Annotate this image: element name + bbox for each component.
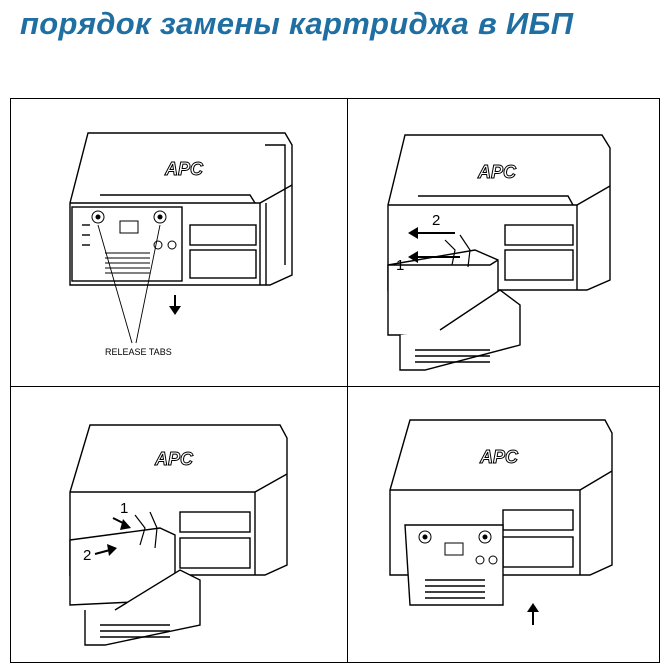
- battery-cartridge: [387, 249, 521, 371]
- callout-lines: [97, 224, 161, 344]
- arrow-left-icon: [408, 227, 460, 263]
- step-label-2: 2: [432, 212, 440, 229]
- battery-leads: [134, 511, 158, 549]
- panel-step-1: APC RELEASE TABS: [69, 132, 293, 357]
- arrow-down-icon: [169, 295, 181, 315]
- grid-divider-horizontal: [10, 386, 660, 387]
- grid-divider-vertical: [347, 98, 348, 663]
- vent-grille: [105, 252, 150, 274]
- brand-logo: APC: [164, 159, 205, 180]
- battery-cartridge: [69, 527, 201, 646]
- brand-logo: APC: [479, 447, 519, 467]
- battery-connector-left: [418, 530, 432, 544]
- arrow-right-icon: [94, 517, 131, 556]
- battery-leads: [444, 234, 471, 268]
- step-label-1: 1: [120, 500, 128, 517]
- ups-unit-illustration: [389, 419, 613, 606]
- battery-terminal-label: [444, 542, 464, 556]
- panel-step-4: APC: [389, 419, 613, 625]
- panel-step-3: APC 1 2: [69, 424, 288, 646]
- arrow-up-icon: [527, 603, 539, 625]
- step-label-2: 2: [83, 547, 91, 564]
- panel-step-2: APC 2 1: [387, 134, 611, 371]
- brand-logo: APC: [477, 162, 517, 182]
- release-tabs-label: RELEASE TABS: [105, 347, 172, 357]
- page-title: порядок замены картриджа в ИБП: [20, 6, 574, 41]
- ups-unit-illustration: [387, 134, 611, 291]
- step-label-1: 1: [396, 257, 404, 274]
- ups-unit-illustration: [69, 132, 293, 286]
- svg-text:APC: APC: [164, 159, 204, 179]
- brand-logo: APC: [154, 449, 194, 469]
- battery-terminal-label: [119, 220, 139, 234]
- battery-connector-left: [91, 210, 105, 224]
- steps-grid: [10, 98, 660, 663]
- battery-connector-right: [475, 530, 498, 565]
